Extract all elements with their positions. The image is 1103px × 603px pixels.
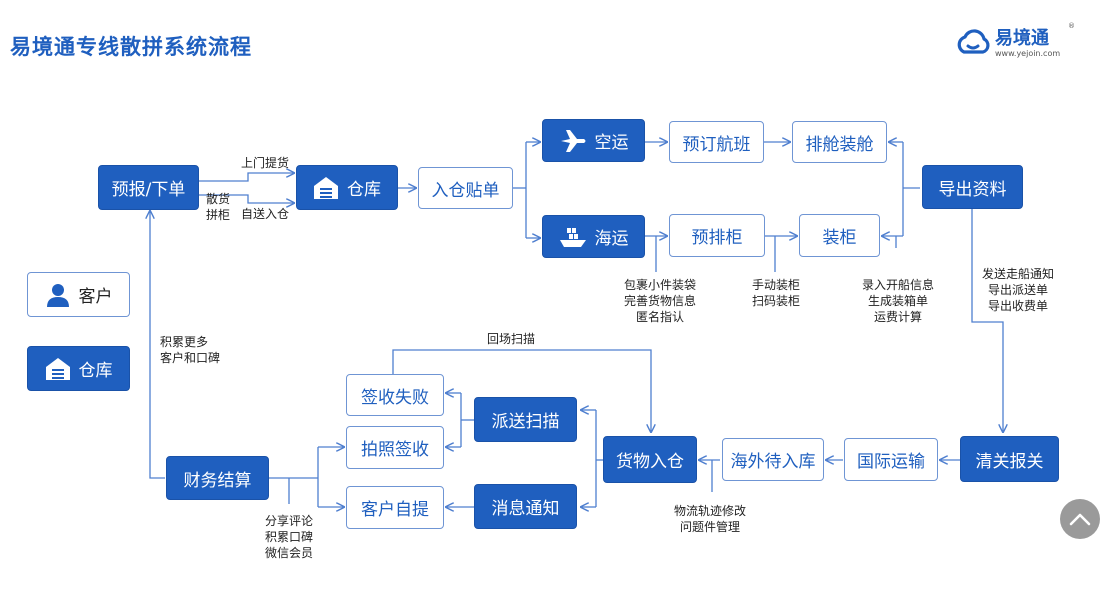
customs-clearance-label: 清关报关: [975, 451, 1044, 472]
delivery-scan-label: 派送扫描: [491, 412, 560, 432]
delivery-scan-node: 派送扫描: [474, 397, 577, 442]
manual-note-line: 扫码装柜: [751, 294, 800, 308]
logo-registered-mark: ®: [1068, 22, 1075, 30]
logo-name: 易境通: [995, 28, 1049, 49]
entry-notes: 录入开船信息 生成装箱单 运费计算: [852, 277, 944, 325]
review-note-line: 微信会员: [264, 546, 313, 560]
sea-note-line: 包裹小件装袋: [623, 278, 696, 292]
overseas-wait-label: 海外待入库: [730, 452, 816, 472]
tracking-note-line: 问题件管理: [679, 520, 740, 534]
sign-fail-label: 签收失败: [361, 387, 429, 408]
stock-in-label-text: 入仓贴单: [431, 180, 500, 201]
photo-sign-label: 拍照签收: [361, 440, 429, 460]
manual-note-line: 手动装柜: [751, 278, 800, 292]
legend-customer-label: 客户: [78, 287, 113, 307]
review-notes: 分享评论 积累口碑 微信会员: [256, 513, 322, 561]
tracking-notes: 物流轨迹修改 问题件管理: [660, 503, 760, 535]
customs-clearance-node: 清关报关: [960, 436, 1059, 482]
logo-url: www.yejoin.com: [995, 49, 1061, 58]
export-docs-label: 导出资料: [938, 179, 1007, 200]
schedule-cabin-node: 排舱装舱: [792, 121, 887, 163]
pre-container-node: 预排柜: [669, 214, 765, 257]
warehouse-node: 仓库: [296, 165, 398, 210]
air-freight-label: 空运: [594, 133, 629, 153]
message-notice-node: 消息通知: [474, 484, 577, 529]
finance-settlement-node: 财务结算: [166, 456, 269, 500]
book-flight-label: 预订航班: [682, 134, 751, 155]
entry-note-line: 生成装箱单: [867, 294, 928, 308]
review-note-line: 积累口碑: [264, 530, 313, 544]
accumulate-line: 客户和口碑: [160, 351, 221, 365]
message-notice-label: 消息通知: [491, 499, 560, 519]
stock-in-label-node: 入仓贴单: [418, 167, 513, 209]
legend-warehouse: 仓库: [27, 346, 130, 391]
photo-sign-node: 拍照签收: [346, 426, 444, 469]
ship-note-line: 导出派送单: [987, 283, 1048, 297]
sign-fail-node: 签收失败: [346, 374, 444, 416]
finance-settlement-label: 财务结算: [183, 470, 252, 491]
loose-cargo-line: 拼柜: [206, 208, 231, 222]
container-load-node: 装柜: [799, 214, 880, 257]
person-icon: [45, 282, 71, 308]
entry-note-line: 运费计算: [873, 310, 922, 324]
overseas-wait-node: 海外待入库: [722, 438, 824, 481]
self-pickup-label: 客户自提: [361, 500, 429, 520]
return-scan-label: 回场扫描: [487, 332, 536, 346]
air-freight-node: 空运: [542, 119, 645, 162]
page-title: 易境通专线散拼系统流程: [10, 35, 252, 59]
loose-cargo-line: 散货: [206, 192, 231, 206]
ship-note-line: 导出收费单: [987, 299, 1048, 313]
tracking-note-line: 物流轨迹修改: [673, 504, 746, 518]
self-delivery-label: 自送入仓: [241, 207, 290, 221]
intl-transport-node: 国际运输: [844, 438, 938, 481]
accumulate-line: 积累更多: [160, 335, 209, 349]
ship-note-line: 发送走船通知: [981, 267, 1054, 281]
brand-logo: 易境通 ® www.yejoin.com: [955, 22, 1075, 64]
sea-note-line: 匿名指认: [635, 310, 684, 324]
manual-notes: 手动装柜 扫码装柜: [746, 277, 806, 309]
forecast-order-label: 预报/下单: [111, 180, 186, 200]
goods-in-label: 货物入仓: [616, 452, 684, 472]
legend-warehouse-label: 仓库: [78, 361, 113, 381]
sea-freight-node: 海运: [542, 215, 645, 258]
intl-transport-label: 国际运输: [857, 452, 925, 472]
door-pickup-label: 上门提货: [241, 156, 290, 170]
cloud-logo-icon: [957, 29, 990, 54]
schedule-cabin-label: 排舱装舱: [805, 134, 874, 155]
review-note-line: 分享评论: [264, 514, 313, 528]
sea-notes: 包裹小件装袋 完善货物信息 匿名指认: [612, 277, 708, 325]
warehouse-label: 仓库: [347, 180, 381, 200]
pre-container-label: 预排柜: [691, 228, 743, 248]
warehouse-icon: [313, 176, 339, 200]
goods-in-node: 货物入仓: [603, 436, 697, 483]
self-pickup-node: 客户自提: [346, 486, 444, 529]
plane-icon: [559, 129, 587, 153]
ship-icon: [559, 225, 587, 249]
forecast-order-node: 预报/下单: [98, 165, 199, 210]
accumulate-label: 积累更多 客户和口碑: [160, 334, 220, 366]
legend-customer: 客户: [27, 272, 130, 317]
book-flight-node: 预订航班: [669, 121, 764, 163]
ship-notes: 发送走船通知 导出派送单 导出收费单: [972, 266, 1064, 314]
loose-cargo-label: 散货 拼柜: [206, 191, 230, 223]
warehouse-icon: [45, 357, 71, 381]
sea-note-line: 完善货物信息: [623, 294, 696, 308]
container-load-label: 装柜: [822, 228, 857, 248]
scroll-top-button[interactable]: [1060, 499, 1100, 539]
sea-freight-label: 海运: [594, 229, 629, 249]
chevron-up-icon: [1069, 513, 1091, 526]
export-docs-node: 导出资料: [922, 165, 1023, 209]
entry-note-line: 录入开船信息: [861, 278, 934, 292]
